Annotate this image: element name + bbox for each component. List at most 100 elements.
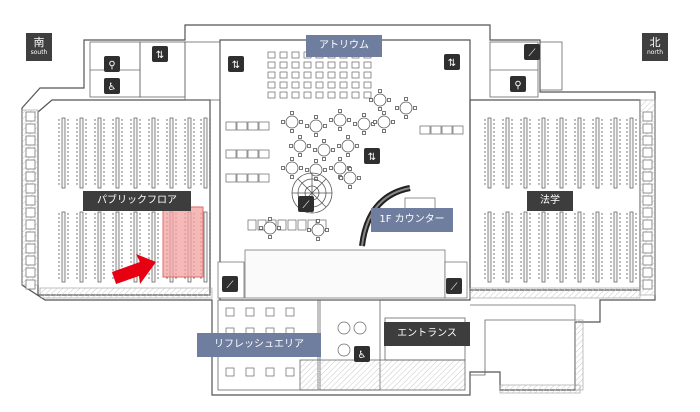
atrium-seat [279,51,288,59]
bookshelf [523,211,528,283]
bookshelf [169,117,174,189]
study-desk [247,149,259,159]
bookshelf [613,211,618,283]
wall-locker [25,219,36,230]
elevator-icon: ⇅ [364,148,380,164]
study-desk [258,121,270,131]
wall-locker [642,111,653,122]
study-desk [247,173,259,183]
label-refresh-area[interactable]: リフレッシュエリア [197,333,321,357]
round-tables [259,89,417,241]
arrow-marker [112,254,156,284]
round-table [285,115,299,129]
bookshelf [61,211,66,283]
atrium-seat [267,61,276,69]
atrium-seat [315,71,324,79]
refresh-table [245,307,255,317]
atrium-seat [303,71,312,79]
atrium-seat [291,91,300,99]
bookshelf [97,117,102,189]
study-desk [430,125,442,135]
wall-locker [25,195,36,206]
atrium-seat [279,61,288,69]
bookshelf [577,117,582,189]
atrium-seat [267,81,276,89]
round-table [285,161,299,175]
atrium-seat [291,51,300,59]
bookshelf [133,211,138,283]
svg-text:⟋: ⟋ [227,280,234,291]
label-public-floor[interactable]: パブリックフロア [83,191,191,211]
wall-locker [25,171,36,182]
refresh-table [285,367,295,377]
bookshelf [151,211,156,283]
wall-locker [25,183,36,194]
escalator-icon: ⟋ [524,44,540,60]
compass-south-en: south [30,49,48,56]
atrium-seat [327,61,336,69]
bookshelf [613,117,618,189]
round-table [311,223,325,237]
atrium-seat [279,91,288,99]
atrium-seat [267,91,276,99]
bookshelf [523,117,528,189]
atrium-seat [351,91,360,99]
bookshelf [577,211,582,283]
atrium-seat [339,91,348,99]
wall-locker [25,267,36,278]
wall-locker [25,207,36,218]
wall-locker [642,135,653,146]
right-bookshelves [484,111,653,290]
bookshelf [541,211,546,283]
bookshelf [203,117,208,189]
round-table [377,115,391,129]
svg-text:⟋: ⟋ [451,282,458,293]
wall-locker [25,255,36,266]
label-atrium[interactable]: アトリウム [306,35,382,57]
wall-locker [642,279,653,290]
label-entrance[interactable]: エントランス [384,322,470,346]
bookshelf [595,211,600,283]
atrium-seat [303,81,312,89]
wall-locker [642,159,653,170]
wall-locker [25,123,36,134]
svg-text:⟋: ⟋ [303,200,310,211]
toilet-icon: ⚲ [104,56,120,72]
bookshelf [115,117,120,189]
study-carrel [297,219,307,231]
study-carrel [287,219,297,231]
study-desk [225,121,237,131]
bookshelf [79,117,84,189]
bookshelf [629,117,634,189]
round-table [309,119,323,133]
round-table [293,139,307,153]
center-seating-block [217,249,468,299]
study-carrel [247,219,257,231]
elevator-icon: ⇅ [444,54,460,70]
bookshelf [487,211,492,283]
wall-locker [25,231,36,242]
atrium-seat [327,91,336,99]
round-table [333,113,347,127]
atrium-seat [351,81,360,89]
round-table [333,161,347,175]
atrium-seat [363,71,372,79]
svg-text:⇅: ⇅ [368,152,376,163]
study-desk [247,121,259,131]
study-desk [225,173,237,183]
bookshelf [487,117,492,189]
study-desk [419,125,431,135]
svg-text:⇅: ⇅ [448,58,456,69]
compass-south: 南 south [26,33,52,61]
refresh-table [225,367,235,377]
atrium-seat [291,61,300,69]
round-table [317,143,331,157]
atrium-seat [327,81,336,89]
refresh-table [265,367,275,377]
atrium-seat [363,61,372,69]
label-counter[interactable]: 1F カウンター [371,208,453,232]
label-law[interactable]: 法学 [527,191,573,211]
bookshelf [79,211,84,283]
wall-locker [642,243,653,254]
